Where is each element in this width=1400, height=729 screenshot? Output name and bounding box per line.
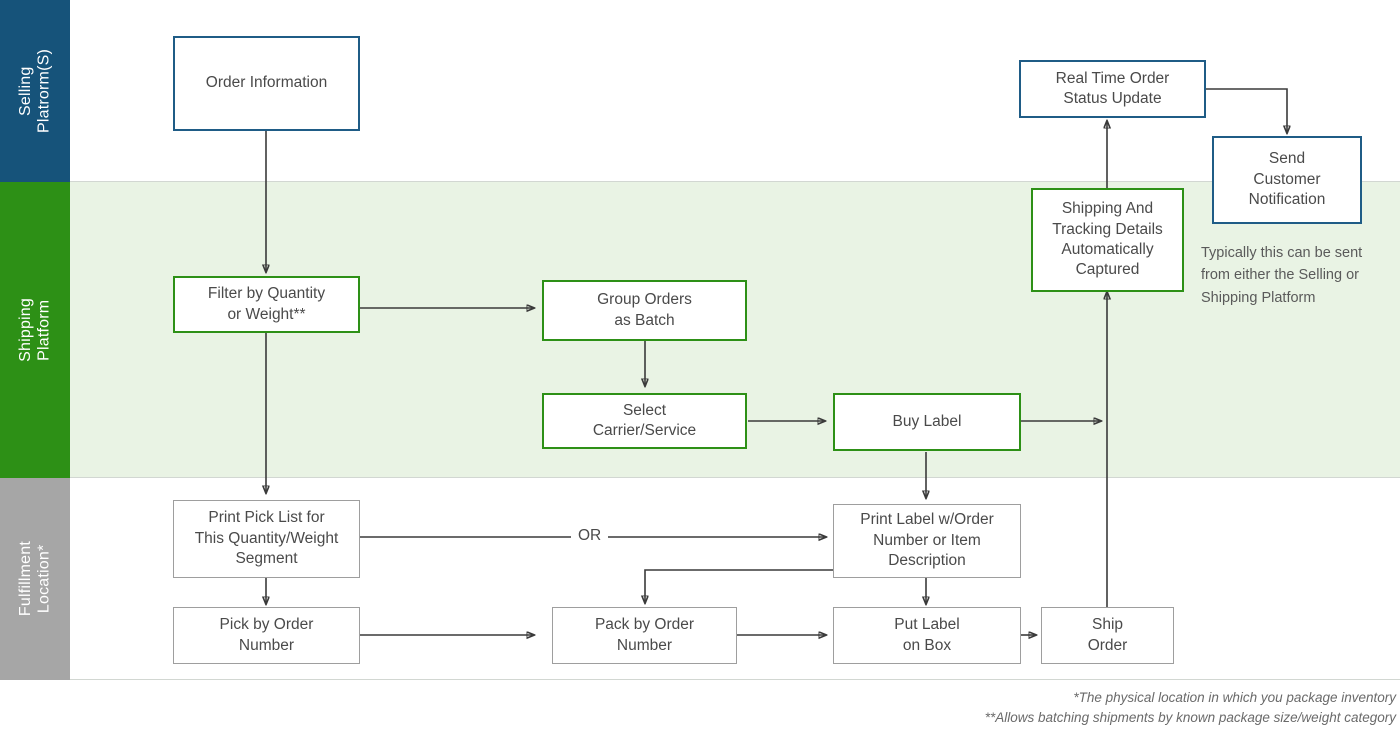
node-group-orders-as-batch-label: Group Orders as Batch — [597, 291, 692, 329]
node-ship-order-label: Ship Order — [1087, 616, 1128, 654]
node-select-carrier-service-label: Select Carrier/Service — [592, 401, 697, 439]
lane-header-fulfillment-location: Fulfillment Location* — [0, 478, 70, 680]
node-shipping-and-tracking-details[interactable]: Shipping And Tracking Details Automatica… — [1031, 188, 1184, 292]
node-put-label-on-box-label: Put Label on Box — [894, 616, 960, 654]
node-ship-order[interactable]: Ship Order — [1041, 607, 1174, 664]
node-print-label-with-order-number-label: Print Label w/Order Number or Item Descr… — [860, 511, 994, 570]
node-send-customer-notification-label: Send Customer Notification — [1248, 150, 1326, 209]
node-buy-label-label: Buy Label — [892, 412, 962, 430]
node-pick-by-order-number-label: Pick by Order Number — [219, 616, 314, 654]
edge-order-status-to-send-notification — [1206, 88, 1287, 133]
node-print-label-with-order-number[interactable]: Print Label w/Order Number or Item Descr… — [833, 504, 1021, 578]
node-filter-by-quantity-or-weight[interactable]: Filter by Quantity or Weight** — [173, 276, 360, 333]
footnotes: *The physical location in which you pack… — [984, 690, 1396, 726]
node-filter-by-quantity-or-weight-label: Filter by Quantity or Weight** — [207, 285, 326, 323]
node-send-customer-notification[interactable]: Send Customer Notification — [1212, 136, 1362, 224]
node-real-time-order-status-update-label: Real Time Order Status Update — [1055, 69, 1170, 107]
lane-divider-bottom — [0, 679, 1400, 680]
node-select-carrier-service[interactable]: Select Carrier/Service — [542, 393, 747, 449]
edge-print-label-to-pack-by-order — [645, 569, 833, 603]
lane-header-shipping-platform: Shipping Platform — [0, 182, 70, 478]
node-order-information-label: Order Information — [205, 74, 328, 92]
node-print-pick-list-label: Print Pick List for This Quantity/Weight… — [194, 509, 339, 568]
node-print-pick-list[interactable]: Print Pick List for This Quantity/Weight… — [173, 500, 360, 578]
lane-divider-middle — [0, 477, 1400, 478]
node-pack-by-order-number[interactable]: Pack by Order Number — [552, 607, 737, 664]
annotation-notification-note: Typically this can be sent from either t… — [1201, 245, 1363, 306]
node-shipping-and-tracking-details-label: Shipping And Tracking Details Automatica… — [1052, 200, 1163, 279]
node-group-orders-as-batch[interactable]: Group Orders as Batch — [542, 280, 747, 341]
lane-header-selling-platform: Selling Platrorm(S) — [0, 0, 70, 182]
node-buy-label[interactable]: Buy Label — [833, 393, 1021, 451]
edge-label-or: OR — [571, 527, 609, 545]
node-put-label-on-box[interactable]: Put Label on Box — [833, 607, 1021, 664]
node-real-time-order-status-update[interactable]: Real Time Order Status Update — [1019, 60, 1206, 118]
node-order-information[interactable]: Order Information — [173, 36, 360, 131]
node-pick-by-order-number[interactable]: Pick by Order Number — [173, 607, 360, 664]
lane-divider-top — [0, 181, 1400, 182]
node-pack-by-order-number-label: Pack by Order Number — [594, 616, 695, 654]
